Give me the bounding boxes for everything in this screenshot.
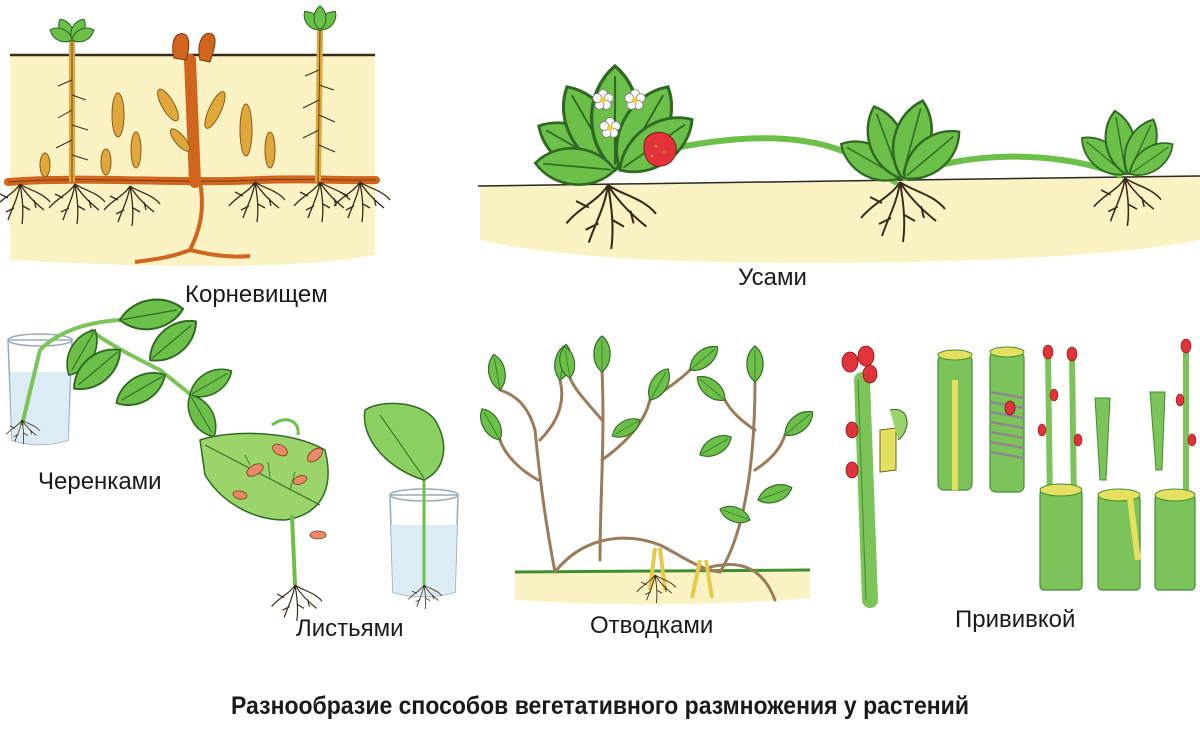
label-cuttings: Черенками bbox=[38, 468, 162, 495]
label-runners: Усами bbox=[738, 264, 807, 291]
figure-caption: Разнообразие способов вегетативного разм… bbox=[231, 692, 969, 720]
runners-illustration bbox=[477, 64, 1200, 263]
grafting-illustration bbox=[841, 338, 1197, 608]
rhizome-illustration bbox=[0, 5, 391, 267]
layering-illustration bbox=[474, 335, 819, 605]
label-layering: Отводками bbox=[590, 612, 714, 639]
leaves-illustration bbox=[199, 402, 459, 622]
label-grafting: Прививкой bbox=[955, 606, 1076, 633]
label-rhizome: Корневищем bbox=[185, 281, 328, 308]
cuttings-illustration bbox=[6, 293, 238, 446]
label-leaves: Листьями bbox=[296, 615, 404, 642]
